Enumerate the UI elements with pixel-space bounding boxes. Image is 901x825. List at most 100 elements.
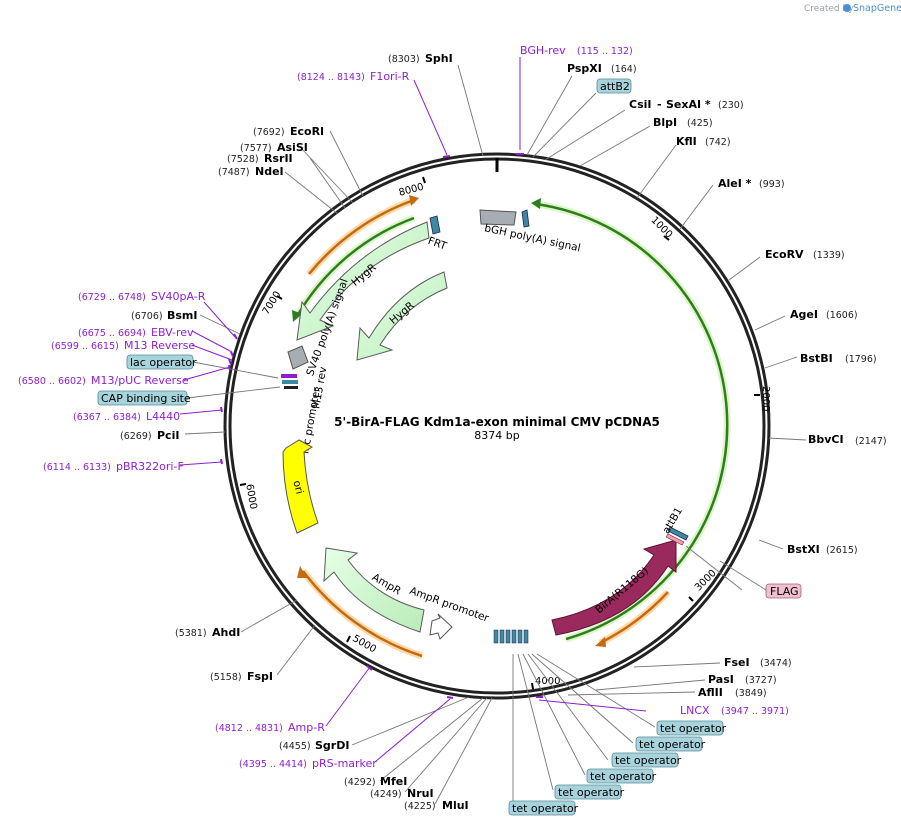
primer-marks xyxy=(220,153,543,699)
primer-name-f1ori[interactable]: F1ori-R xyxy=(370,70,410,83)
enzyme-name-sgrdi[interactable]: SgrDI xyxy=(315,739,349,752)
box-flag[interactable]: FLAG xyxy=(770,585,799,598)
box-cap-binding[interactable]: CAP binding site xyxy=(101,392,191,405)
primer-name-prs[interactable]: pRS-marker xyxy=(312,757,377,770)
enzyme-name-blpi[interactable]: BlpI xyxy=(653,116,677,129)
enzyme-name-nrui[interactable]: NruI xyxy=(407,787,434,800)
enzyme-pos-pcii: (6269) xyxy=(120,431,152,442)
feature-label-ori: ori xyxy=(290,479,305,495)
box-tet-operator-6[interactable]: tet operator xyxy=(512,802,579,815)
tick-label-2000: 2000 xyxy=(760,386,771,411)
bgh-polya-box xyxy=(479,209,517,226)
boxed-labels: attB2 lac operator CAP binding site FLAG… xyxy=(97,78,802,816)
tick-label-4000: 4000 xyxy=(535,676,560,687)
enzyme-pos-bstbi: (1796) xyxy=(845,354,877,365)
enzyme-name-bbvci[interactable]: BbvCI xyxy=(808,433,844,446)
feature-label-frt: FRT xyxy=(426,235,448,253)
enzyme-name-fsei[interactable]: FseI xyxy=(724,656,750,669)
orange-arc-2 xyxy=(301,570,423,658)
enzyme-pos-bstxi: (2615) xyxy=(826,545,858,556)
primer-name-m13puc[interactable]: M13/pUC Reverse xyxy=(91,374,189,387)
enzyme-pos-fspi: (5158) xyxy=(210,672,242,683)
enzyme-pos-bsmi: (6706) xyxy=(131,311,163,322)
primer-pos-prs: (4395 .. 4414) xyxy=(239,759,307,770)
enzyme-name-sexai[interactable]: SexAI * xyxy=(666,98,711,111)
enzyme-name-bstbi[interactable]: BstBI xyxy=(800,352,833,365)
box-tet-operator-1[interactable]: tet operator xyxy=(660,722,727,735)
primer-pos-sv40pa: (6729 .. 6748) xyxy=(78,292,146,303)
enzyme-pos-mfei: (4292) xyxy=(344,777,376,788)
enzyme-pos-nrui: (4249) xyxy=(370,789,402,800)
primer-name-pbr322[interactable]: pBR322ori-F xyxy=(116,460,184,473)
box-attb2[interactable]: attB2 xyxy=(600,80,630,93)
enzyme-name-ndei[interactable]: NdeI xyxy=(255,165,284,178)
primer-name-m13rev[interactable]: M13 Reverse xyxy=(124,339,195,352)
enzyme-name-sphi[interactable]: SphI xyxy=(425,52,453,65)
enzyme-name-alei[interactable]: AleI * xyxy=(718,177,752,190)
snapgene-logo-icon xyxy=(843,4,851,12)
bgh-small-marker xyxy=(521,209,530,228)
backbone-outer-ring xyxy=(223,152,771,700)
primer-name-lncx[interactable]: LNCX xyxy=(680,704,710,717)
orange-arc-1-head-icon xyxy=(595,637,606,647)
enzyme-name-bstxi[interactable]: BstXI xyxy=(787,543,820,556)
orange-arc-2-head-icon xyxy=(297,566,307,578)
orange-arc-3 xyxy=(308,198,415,275)
enzyme-name-pcii[interactable]: PciI xyxy=(157,429,179,442)
enzyme-labels: (8303) SphI PspXI (164) CsiI - SexAI * (… xyxy=(120,52,887,812)
primer-name-ebv[interactable]: EBV-rev xyxy=(151,326,194,339)
insert-arc-head-icon xyxy=(531,198,541,209)
box-lac-operator[interactable]: lac operator xyxy=(130,356,197,369)
ori-arrow xyxy=(282,439,319,534)
enzyme-pos-ecorv: (1339) xyxy=(813,250,845,261)
leader-lines xyxy=(184,64,807,805)
enzyme-pos-fsei: (3474) xyxy=(760,658,792,669)
box-tet-operator-3[interactable]: tet operator xyxy=(615,754,682,767)
enzyme-pos-bbvci: (2147) xyxy=(855,436,887,447)
enzyme-name-pspxi[interactable]: PspXI xyxy=(567,62,602,75)
primer-name-l4440[interactable]: L4440 xyxy=(146,410,180,423)
enzyme-pos-ahdi: (5381) xyxy=(175,628,207,639)
enzyme-pos-rsrii: (7528) xyxy=(227,154,259,165)
plasmid-length: 8374 bp xyxy=(474,429,519,442)
enzyme-pos-kfli: (742) xyxy=(705,137,731,148)
enzyme-pos-ecori: (7692) xyxy=(253,127,285,138)
attb1-marker xyxy=(667,526,689,541)
enzyme-pos-agei: (1606) xyxy=(826,310,858,321)
feature-label-bgh: bGH poly(A) signal xyxy=(483,222,581,254)
primer-name-bgh-rev[interactable]: BGH-rev xyxy=(520,44,566,57)
enzyme-pos-sphi: (8303) xyxy=(388,54,420,65)
hygr-arrow-2 xyxy=(356,271,448,361)
enzyme-name-ahdi[interactable]: AhdI xyxy=(212,626,240,639)
enzyme-name-mfei[interactable]: MfeI xyxy=(380,775,407,788)
primer-name-sv40pa[interactable]: SV40pA-R xyxy=(151,290,206,303)
enzyme-name-ecori[interactable]: EcoRI xyxy=(290,125,324,138)
enzyme-name-asisi[interactable]: AsiSI xyxy=(277,141,308,154)
credit-label: Created by xyxy=(804,4,854,14)
enzyme-name-ecorv[interactable]: EcoRV xyxy=(765,248,804,261)
primer-pos-pbr322: (6114 .. 6133) xyxy=(43,462,111,473)
orange-arc-3-head-icon xyxy=(409,195,419,206)
enzyme-name-agei[interactable]: AgeI xyxy=(790,308,818,321)
box-tet-operator-5[interactable]: tet operator xyxy=(558,786,625,799)
enzyme-name-aflii[interactable]: AflII xyxy=(698,686,723,699)
enzyme-pos-aflii: (3849) xyxy=(735,688,767,699)
primer-pos-lncx: (3947 .. 3971) xyxy=(721,706,789,717)
box-tet-operator-4[interactable]: tet operator xyxy=(590,770,657,783)
box-tet-operator-2[interactable]: tet operator xyxy=(639,738,706,751)
enzyme-name-fspi[interactable]: FspI xyxy=(247,670,273,683)
feature-label-attb1: attB1 xyxy=(660,505,685,536)
flag-marker xyxy=(665,533,685,546)
enzyme-name-csii[interactable]: CsiI xyxy=(629,98,651,111)
enzyme-name-kfli[interactable]: KflI xyxy=(676,135,697,148)
tick-label-1000: 1000 xyxy=(649,215,675,241)
primer-pos-ebv: (6675 .. 6694) xyxy=(78,328,146,339)
enzyme-name-mlui[interactable]: MluI xyxy=(442,799,469,812)
primer-name-ampr[interactable]: Amp-R xyxy=(288,721,325,734)
hyg-arc xyxy=(294,216,415,319)
enzyme-name-pasi[interactable]: PasI xyxy=(708,673,734,686)
enzyme-name-bsmi[interactable]: BsmI xyxy=(167,309,198,322)
enzyme-name-rsrii[interactable]: RsrII xyxy=(264,152,293,165)
insert-arc xyxy=(535,202,729,641)
